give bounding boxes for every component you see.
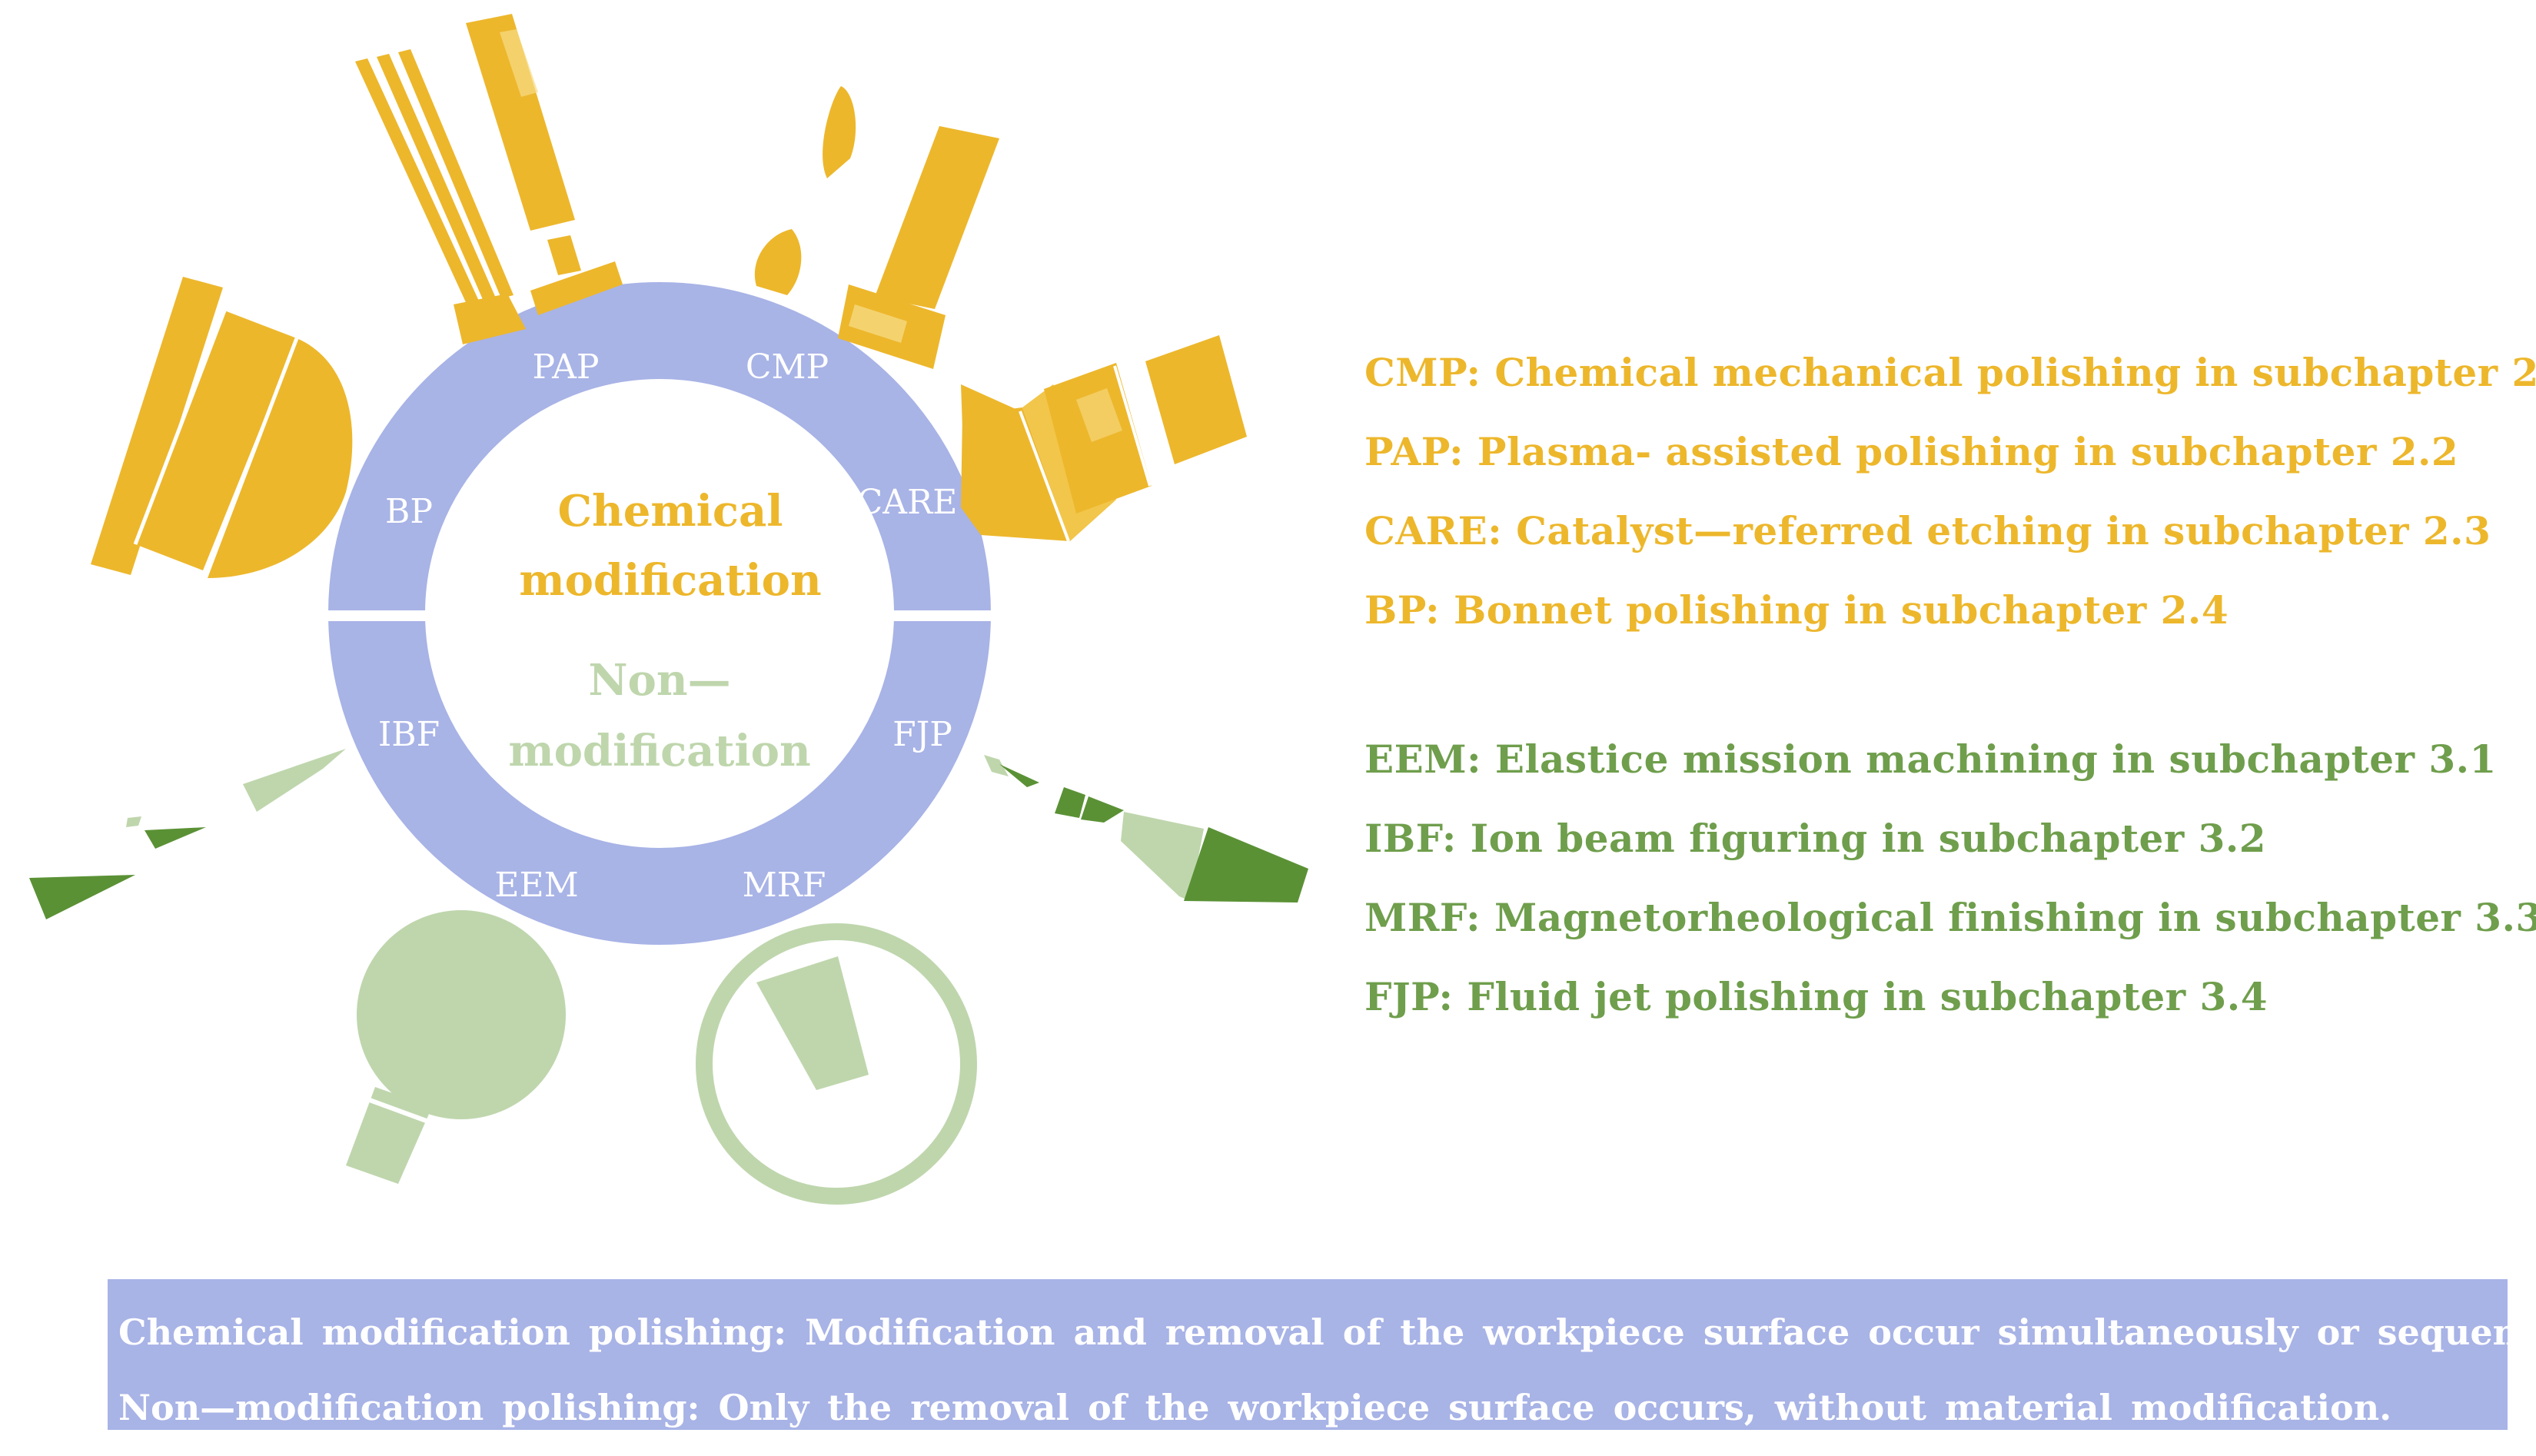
ring-label-bp: BP <box>385 492 433 531</box>
ring-label-care: CARE <box>857 483 958 522</box>
care-tool-icon <box>961 335 1247 542</box>
ring-label-eem: EEM <box>494 866 578 905</box>
center-non-line1: Non— <box>588 655 730 706</box>
legend-mrf: MRF: Magnetorheological finishing in sub… <box>1364 895 2536 940</box>
definition-non-modification: Non—modification polishing: Only the rem… <box>118 1387 2392 1428</box>
definition-chemical: Chemical modification polishing: Modific… <box>118 1311 2536 1353</box>
legend-eem: EEM: Elastice mission machining in subch… <box>1364 736 2497 782</box>
ring-label-pap: PAP <box>533 347 600 387</box>
polishing-diagram: PAP CMP BP CARE IBF FJP EEM MRF Chemical… <box>29 14 1308 1205</box>
mrf-tool-icon <box>696 923 977 1205</box>
center-chemical-line2: modification <box>519 555 821 606</box>
legend-fjp: FJP: Fluid jet polishing in subchapter 3… <box>1364 974 2268 1019</box>
legend-bp: BP: Bonnet polishing in subchapter 2.4 <box>1364 587 2229 633</box>
ibf-tool-icon <box>29 749 346 919</box>
legend-pap: PAP: Plasma- assisted polishing in subch… <box>1364 429 2459 474</box>
fjp-tool-icon <box>984 755 1308 903</box>
ring-label-mrf: MRF <box>743 866 826 905</box>
center-non-line2: modification <box>508 726 810 776</box>
center-chemical-line1: Chemical <box>557 486 783 537</box>
legend-care: CARE: Catalyst—referred etching in subch… <box>1364 508 2491 553</box>
ring-gap-left <box>323 610 438 621</box>
ring-gap-right <box>882 610 998 621</box>
pap-tool-icon <box>355 14 623 344</box>
bp-tool-icon <box>91 277 353 578</box>
ring-label-cmp: CMP <box>746 347 829 387</box>
cmp-tool-icon <box>754 86 999 369</box>
legend-ibf: IBF: Ion beam figuring in subchapter 3.2 <box>1364 816 2267 861</box>
legend-cmp: CMP: Chemical mechanical polishing in su… <box>1364 350 2536 395</box>
eem-tool-icon <box>346 910 566 1184</box>
ring-label-ibf: IBF <box>378 715 440 754</box>
definition-box: Chemical modification polishing: Modific… <box>108 1279 2536 1430</box>
ring-label-fjp: FJP <box>892 715 952 754</box>
ring <box>328 282 991 945</box>
